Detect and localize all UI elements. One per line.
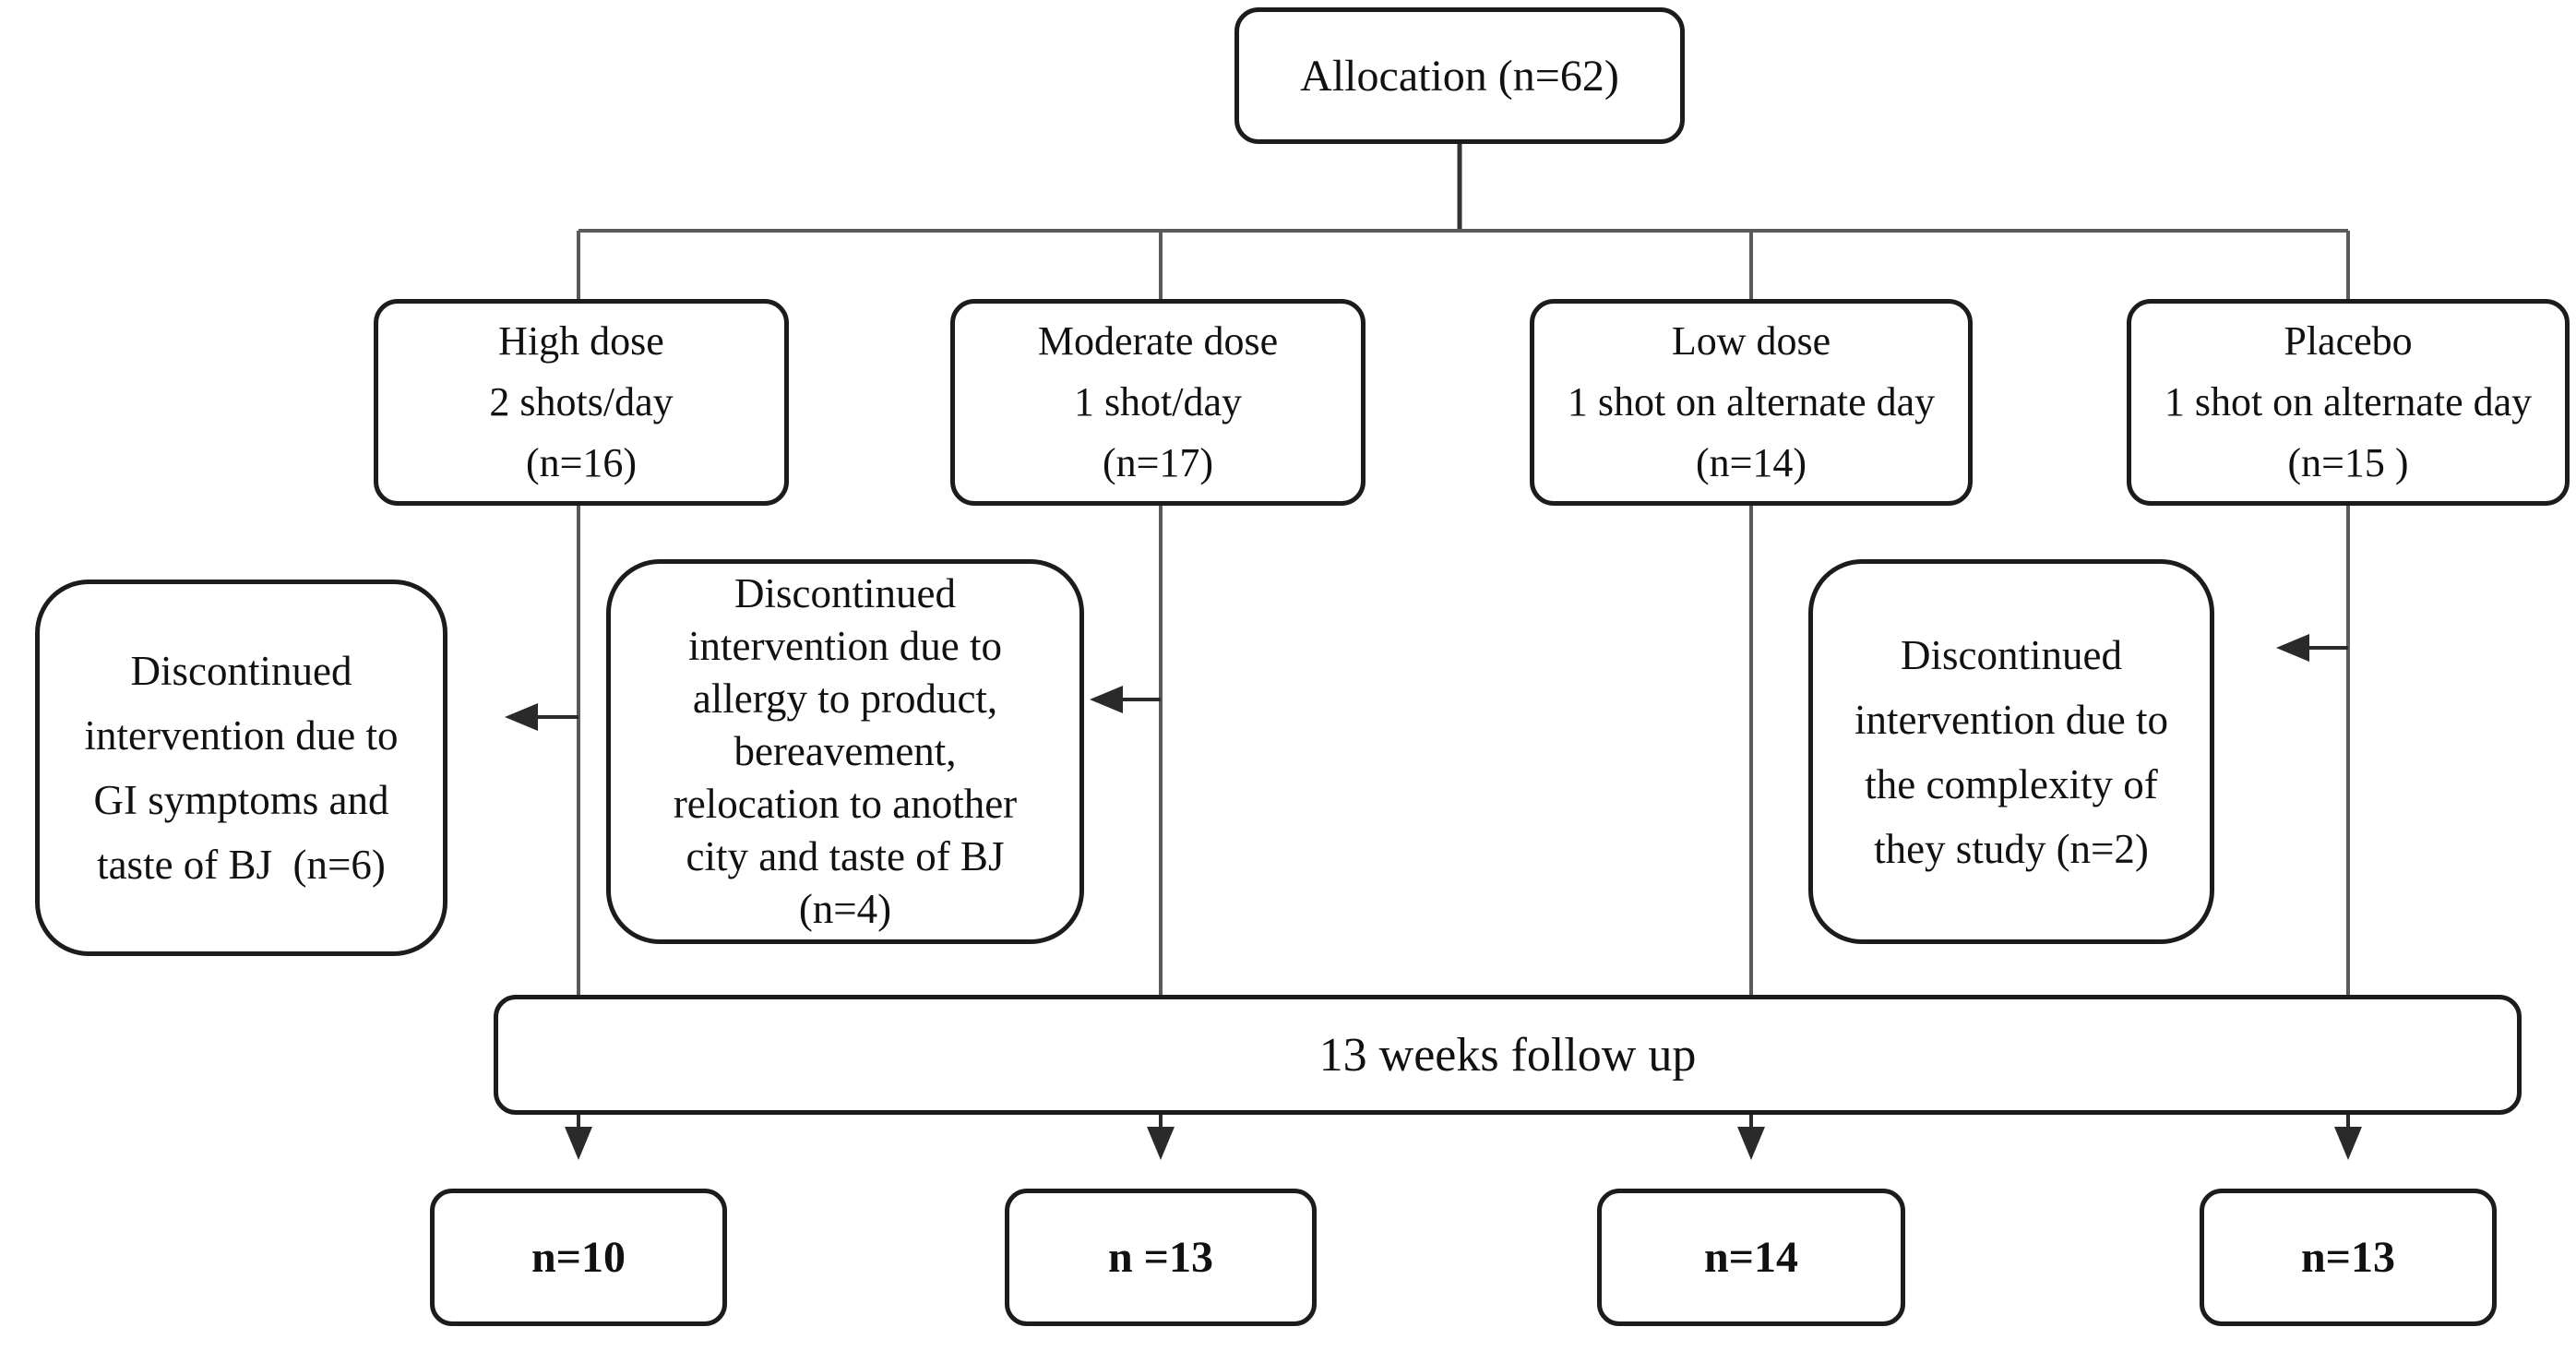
- arm-box-placebo: Placebo 1 shot on alternate day (n=15 ): [2127, 299, 2570, 506]
- arm-line: 2 shots/day: [489, 379, 674, 424]
- discontinued-line: relocation to another: [673, 781, 1018, 827]
- completer-label: n=14: [1703, 1233, 1799, 1282]
- arm-line: (n=14): [1695, 440, 1807, 485]
- discontinued-box-placebo: Discontinued intervention due to the com…: [1808, 559, 2214, 944]
- arm-box-low-dose: Low dose 1 shot on alternate day (n=14): [1530, 299, 1973, 506]
- arm-line: (n=15 ): [2287, 440, 2409, 485]
- discontinued-line: intervention due to: [84, 712, 399, 759]
- discontinued-line: taste of BJ (n=6): [97, 842, 386, 888]
- arm-line: Low dose: [1671, 318, 1831, 364]
- allocation-label: Allocation (n=62): [1300, 51, 1619, 101]
- discontinued-line: Discontinued: [734, 570, 956, 616]
- discontinued-line: GI symptoms and: [93, 777, 389, 823]
- discontinued-line: intervention due to: [688, 623, 1002, 669]
- discontinued-box-high-dose: Discontinued intervention due to GI symp…: [35, 580, 447, 956]
- followup-label: 13 weeks follow up: [1318, 1028, 1697, 1082]
- completer-label: n =13: [1107, 1233, 1214, 1282]
- arm-line: (n=17): [1102, 440, 1214, 485]
- discontinued-line: they study (n=2): [1874, 825, 2149, 872]
- arm-line: 1 shot on alternate day: [2164, 379, 2533, 424]
- arm-box-high-dose: High dose 2 shots/day (n=16): [374, 299, 789, 506]
- arm-line: High dose: [498, 318, 664, 364]
- completer-box-high-dose: n=10: [430, 1189, 727, 1326]
- completer-label: n=13: [2300, 1233, 2396, 1282]
- arm-line: Placebo: [2284, 318, 2413, 364]
- discontinued-box-moderate-dose: Discontinued intervention due to allergy…: [606, 559, 1084, 944]
- discontinued-line: (n=4): [798, 886, 892, 932]
- allocation-box: Allocation (n=62): [1234, 7, 1685, 144]
- discontinued-line: the complexity of: [1865, 760, 2158, 807]
- discontinued-line: city and taste of BJ: [686, 833, 1005, 879]
- completer-box-moderate-dose: n =13: [1005, 1189, 1317, 1326]
- followup-bar: 13 weeks follow up: [494, 995, 2522, 1115]
- arm-line: Moderate dose: [1037, 318, 1279, 364]
- completer-box-low-dose: n=14: [1597, 1189, 1905, 1326]
- arm-line: 1 shot/day: [1073, 379, 1243, 424]
- discontinued-line: Discontinued: [1901, 631, 2122, 678]
- discontinued-line: Discontinued: [130, 648, 352, 694]
- completer-label: n=10: [531, 1233, 626, 1282]
- discontinued-line: intervention due to: [1854, 696, 2168, 743]
- discontinued-line: bereavement,: [733, 728, 957, 774]
- arm-line: (n=16): [525, 440, 638, 485]
- arm-line: 1 shot on alternate day: [1567, 379, 1936, 424]
- arm-box-moderate-dose: Moderate dose 1 shot/day (n=17): [950, 299, 1366, 506]
- discontinued-line: allergy to product,: [692, 676, 998, 722]
- completer-box-placebo: n=13: [2200, 1189, 2497, 1326]
